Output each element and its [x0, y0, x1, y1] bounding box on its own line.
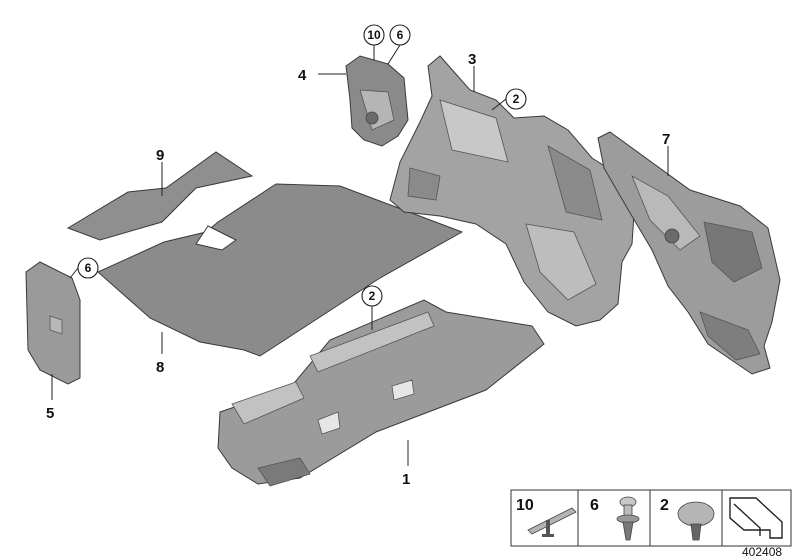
callout-6-left: 6: [85, 261, 92, 275]
callout-2-top: 2: [513, 92, 520, 106]
callout-8: 8: [156, 359, 164, 376]
direction-arrow-icon: [729, 497, 783, 539]
part-3-side-trim: [389, 55, 635, 327]
part-9-floor-panel: [66, 151, 254, 241]
legend-label-2: 2: [660, 497, 669, 514]
callouts: 4 10 6 3 2 7 9 6 2 8 5 1: [46, 24, 670, 488]
leader-lines: [51, 44, 669, 466]
callout-6-top: 6: [397, 28, 404, 42]
callout-10: 10: [367, 28, 381, 42]
part-8-floor-mat: [97, 183, 464, 357]
callout-3: 3: [468, 51, 476, 68]
figure-number: 402408: [742, 545, 782, 559]
callout-7: 7: [662, 131, 670, 148]
expanding-rivet-icon: [677, 501, 715, 541]
clip-strip-icon: [527, 507, 577, 537]
legend-label-6: 6: [590, 497, 599, 514]
callout-2-mid: 2: [369, 289, 376, 303]
callout-4: 4: [298, 67, 307, 84]
callout-1: 1: [402, 471, 410, 488]
part-7-right-panel: [597, 131, 781, 375]
part-5-side-panel: [25, 261, 81, 385]
part-1-rear-trim: [217, 299, 545, 487]
callout-5: 5: [46, 405, 54, 422]
fastener-legend: 10 6 2: [510, 489, 792, 547]
push-rivet-icon: [616, 496, 640, 541]
callout-9: 9: [156, 147, 164, 164]
part-4-bracket: [345, 55, 409, 147]
legend-label-10: 10: [516, 497, 534, 514]
